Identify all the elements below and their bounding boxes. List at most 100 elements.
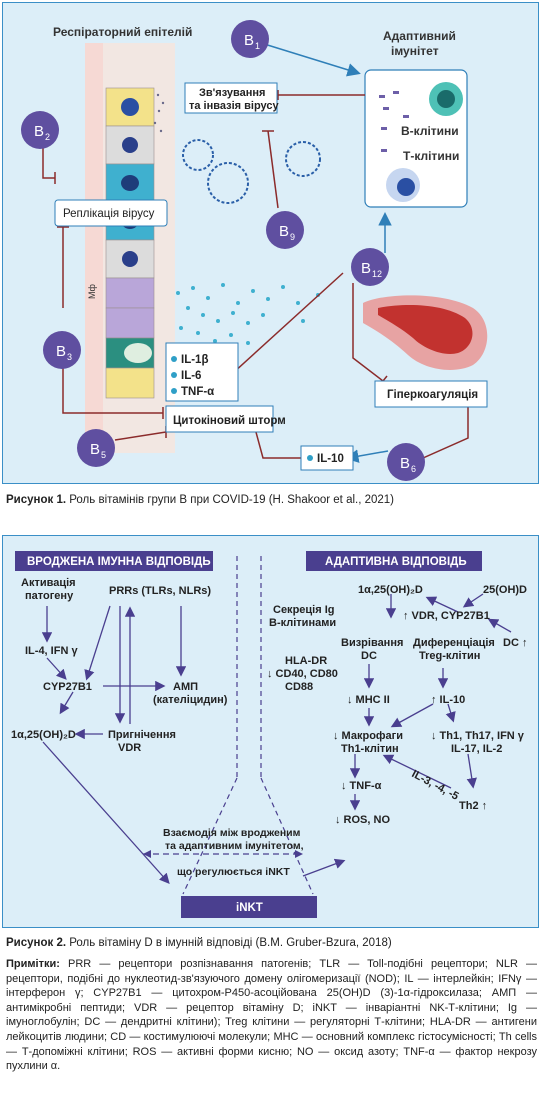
svg-text:B: B <box>244 32 254 49</box>
inkt-label: iNKT <box>236 902 263 914</box>
diff-line1: Диференціація <box>413 637 495 649</box>
node-b3: B 3 <box>43 331 81 369</box>
macro-line1: ↓ Макрофаги <box>333 730 403 742</box>
amp-line1: АМП <box>173 681 198 693</box>
svg-text:12: 12 <box>372 269 382 279</box>
node-b12: B 12 <box>351 248 389 286</box>
innate-header <box>15 551 213 571</box>
adaptive-title-line1: Адаптивний <box>383 29 456 43</box>
suppress-line1: Пригнічення <box>108 729 176 741</box>
svg-text:5: 5 <box>101 450 106 460</box>
prrs-label: PRRs (TLRs, NLRs) <box>109 585 211 597</box>
activation-line1: Активація <box>21 577 76 589</box>
cytokine-list-box <box>165 342 239 402</box>
replication-box <box>54 199 168 227</box>
svg-text:3: 3 <box>67 352 72 362</box>
svg-text:6: 6 <box>411 464 416 474</box>
figure2-panel: ВРОДЖЕНА ІМУННА ВІДПОВІДЬ АДАПТИВНА ВІДП… <box>2 535 539 928</box>
svg-text:B: B <box>400 455 410 472</box>
suppress-line2: VDR <box>118 742 141 754</box>
hypercoag-box <box>374 380 488 408</box>
innate-arrows <box>41 605 187 884</box>
caption1-label: Рисунок 1. <box>6 494 67 506</box>
il10-adaptive-label: ↑ IL-10 <box>431 694 465 706</box>
maturation-line1: Визрівання <box>341 637 403 649</box>
binding-line1: Зв'язування <box>199 87 265 99</box>
caption-figure2: Рисунок 2. Роль вітаміну D в імунній від… <box>6 937 392 949</box>
macro-line2: Th1-клітин <box>341 743 399 755</box>
diff-line2: Treg-клітин <box>419 650 480 662</box>
interaction-line3: що регулюється iNKT <box>177 866 290 878</box>
dc-up-label: DC ↑ <box>503 637 527 649</box>
notes-text: PRR — рецептори розпізнавання патогенів;… <box>6 958 537 1073</box>
divider-lines <box>182 556 314 895</box>
svg-text:B: B <box>279 223 289 240</box>
svg-text:9: 9 <box>290 232 295 242</box>
t-cells-label: Т-клітини <box>403 149 459 163</box>
th-line2: IL-17, IL-2 <box>451 743 502 755</box>
cyp-label: CYP27B1 <box>43 681 92 693</box>
svg-text:B: B <box>361 260 371 277</box>
caption2-label: Рисунок 2. <box>6 937 67 949</box>
il1b-label: IL-1β <box>181 354 208 366</box>
hypercoag-label: Гіперкоагуляція <box>387 389 478 401</box>
hla-line1: HLA-DR <box>285 655 327 667</box>
il6-label: IL-6 <box>181 370 201 382</box>
caption-figure1: Рисунок 1. Роль вітамінів групи В при CO… <box>6 494 394 506</box>
d-innate-label: 1α,25(OH)₂D <box>11 729 76 741</box>
amp-line2: (кателіцидин) <box>153 694 228 706</box>
ros-label: ↓ ROS, NO <box>335 814 390 826</box>
node-b9: B 9 <box>266 211 304 249</box>
figure2-diagram: ВРОДЖЕНА ІМУННА ВІДПОВІДЬ АДАПТИВНА ВІДП… <box>11 551 527 918</box>
figure1-panel: Мф <box>2 2 539 484</box>
node-b6: B 6 <box>387 443 425 481</box>
blood-vessel-illustration <box>363 295 488 370</box>
il4-label: IL-4, IFN γ <box>25 645 78 657</box>
node-b5: B 5 <box>77 429 115 467</box>
adaptive-header-label: АДАПТИВНА ВІДПОВІДЬ <box>325 556 467 568</box>
d-adaptive-label: 1α,25(OH)₂D <box>358 584 423 596</box>
igsec-line1: Секреція Ig <box>273 604 334 616</box>
epithelium-title: Респіраторний епітелій <box>53 25 192 39</box>
binding-line2: та інвазія вірусу <box>189 100 279 112</box>
maturation-line2: DC <box>361 650 377 662</box>
adaptive-arrows <box>302 593 512 877</box>
notes-block: Примітки: PRR — рецептори розпізнавання … <box>6 957 537 1074</box>
svg-text:2: 2 <box>45 132 50 142</box>
virus-particles <box>182 139 321 204</box>
d25-label: 25(OH)D <box>483 584 527 596</box>
figure1-diagram: Мф <box>21 20 488 481</box>
svg-text:B: B <box>56 343 66 360</box>
innate-header-label: ВРОДЖЕНА ІМУННА ВІДПОВІДЬ <box>27 556 211 568</box>
macrophage-label: Мф <box>87 284 97 299</box>
adaptive-header <box>306 551 482 571</box>
tnfa-label: TNF-α <box>181 386 214 398</box>
svg-text:B: B <box>90 441 100 458</box>
vdr-cyp-label: ↑ VDR, CYP27B1 <box>403 610 490 622</box>
th2-label: Th2 ↑ <box>459 800 487 812</box>
epithelium-cells: Мф <box>85 43 175 453</box>
tnf-label: ↓ TNF-α <box>341 780 382 792</box>
hla-line3: CD88 <box>285 681 313 693</box>
il10-label: IL-10 <box>317 453 344 465</box>
vitamin-nodes: B 1 B 2 B 3 B 5 B 6 B 9 B <box>21 20 425 481</box>
caption2-text: Роль вітаміну D в імунній відповіді (B.M… <box>69 937 392 949</box>
cytokine-particles <box>176 283 320 355</box>
interaction-line1: Взаємодія між вродженим <box>163 827 301 839</box>
activation-line2: патогену <box>25 590 74 602</box>
replication-label: Реплікація вірусу <box>63 208 155 220</box>
cytokine-storm-box <box>165 405 274 433</box>
notes-label: Примітки: <box>6 958 60 970</box>
svg-text:B: B <box>34 123 44 140</box>
th-line1: ↓ Th1, Th17, IFN γ <box>431 730 525 742</box>
svg-text:1: 1 <box>255 41 260 51</box>
mhc-label: ↓ MHC II <box>347 694 390 706</box>
adaptive-title-line2: імунітет <box>391 44 439 58</box>
b-cells-label: В-клітини <box>401 124 459 138</box>
cytokine-storm-label: Цитокіновий шторм <box>173 415 286 427</box>
binding-box <box>184 82 278 114</box>
immune-cells <box>379 82 463 202</box>
il345-label: IL-3, -4, -5 <box>410 768 461 803</box>
node-b1: B 1 <box>231 20 269 58</box>
hla-line2: ↓ CD40, CD80 <box>267 668 338 680</box>
